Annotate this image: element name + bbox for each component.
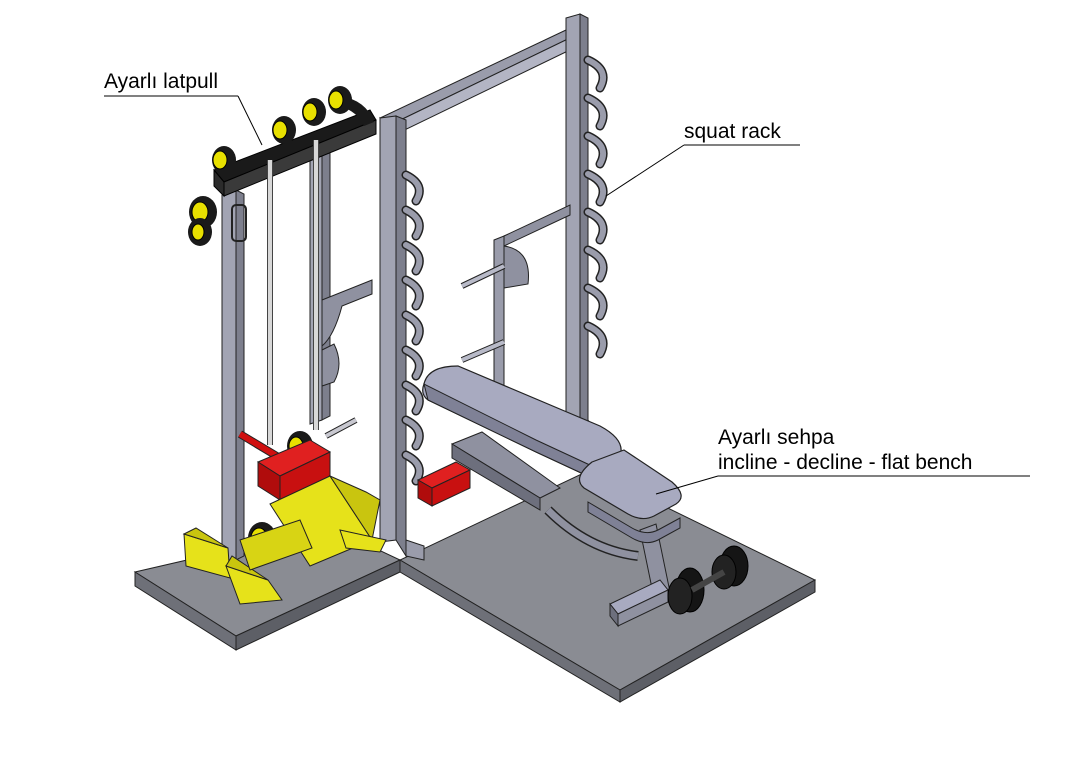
squat-rack-label: squat rack	[684, 120, 781, 143]
leg-roller-icon	[667, 545, 749, 615]
pulley-icon	[212, 146, 236, 174]
pulley-icon	[272, 116, 296, 144]
squat-rack-frame	[379, 13, 612, 561]
adjustable-bench	[422, 365, 749, 628]
callout-leaders	[104, 95, 1030, 495]
main-floor-platform	[398, 469, 817, 703]
pulley-icon	[188, 218, 212, 246]
pulley-icon	[328, 86, 352, 114]
bench-label-line-1: Ayarlı sehpa	[718, 426, 835, 449]
squat-rack-sled	[416, 461, 472, 507]
pulley-icon	[302, 98, 326, 126]
latpull-tower	[213, 96, 377, 566]
bench-label-line-2: incline - decline - flat bench	[718, 451, 973, 474]
latpull-base	[182, 474, 387, 605]
latpull-label: Ayarlı latpull	[104, 70, 219, 93]
